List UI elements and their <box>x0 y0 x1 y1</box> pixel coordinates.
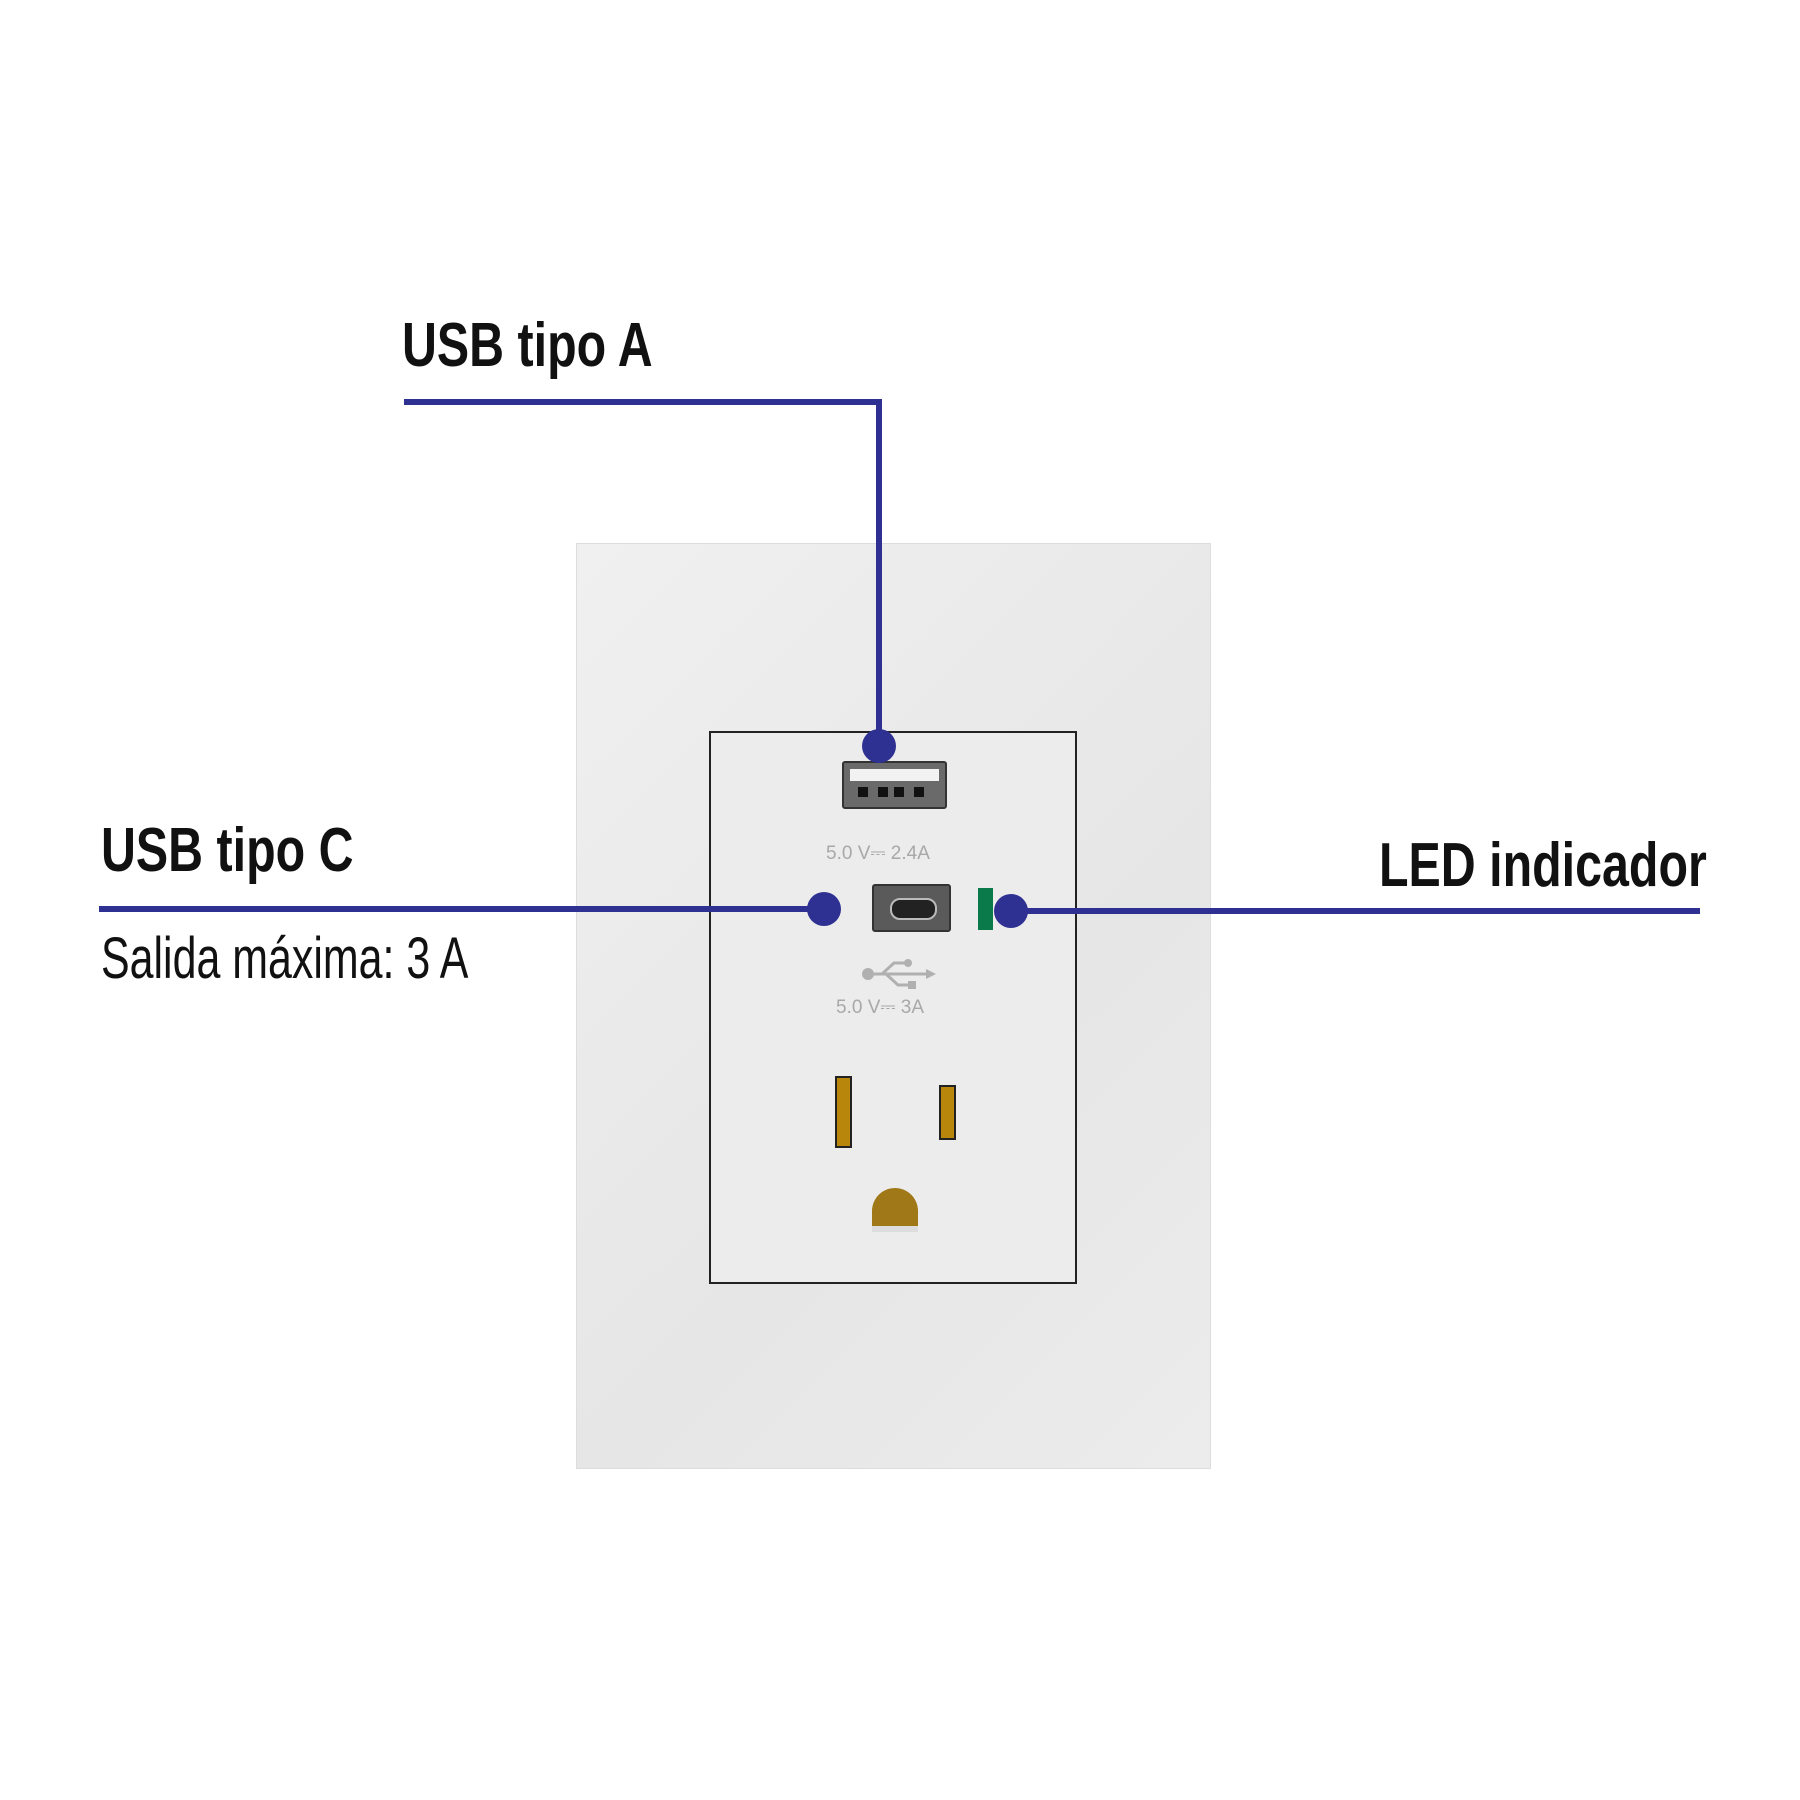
usb-a-rating: 5.0 V⎓ 2.4A <box>826 843 930 864</box>
usb-c-callout-line <box>99 906 824 912</box>
usb-a-callout-dot <box>862 729 896 763</box>
usb-a-port <box>842 761 947 809</box>
outlet-ground <box>872 1188 918 1232</box>
usb-symbol-icon <box>860 958 936 995</box>
usb-a-label: USB tipo A <box>402 311 653 380</box>
usb-a-callout-line-vertical <box>876 399 882 746</box>
usb-c-port <box>872 884 951 932</box>
usb-c-sublabel: Salida máxima: 3 A <box>101 926 469 991</box>
outlet-slot-neutral <box>835 1076 852 1148</box>
led-label: LED indicador <box>1379 831 1707 900</box>
led-callout-line <box>1010 908 1700 914</box>
led-callout-dot <box>994 894 1028 928</box>
usb-a-callout-line <box>404 399 882 405</box>
usb-c-label: USB tipo C <box>101 816 354 885</box>
usb-c-rating: 5.0 V⎓ 3A <box>836 997 925 1018</box>
usb-c-callout-dot <box>807 892 841 926</box>
outlet-slot-hot <box>939 1085 956 1140</box>
led-indicator <box>978 888 993 930</box>
